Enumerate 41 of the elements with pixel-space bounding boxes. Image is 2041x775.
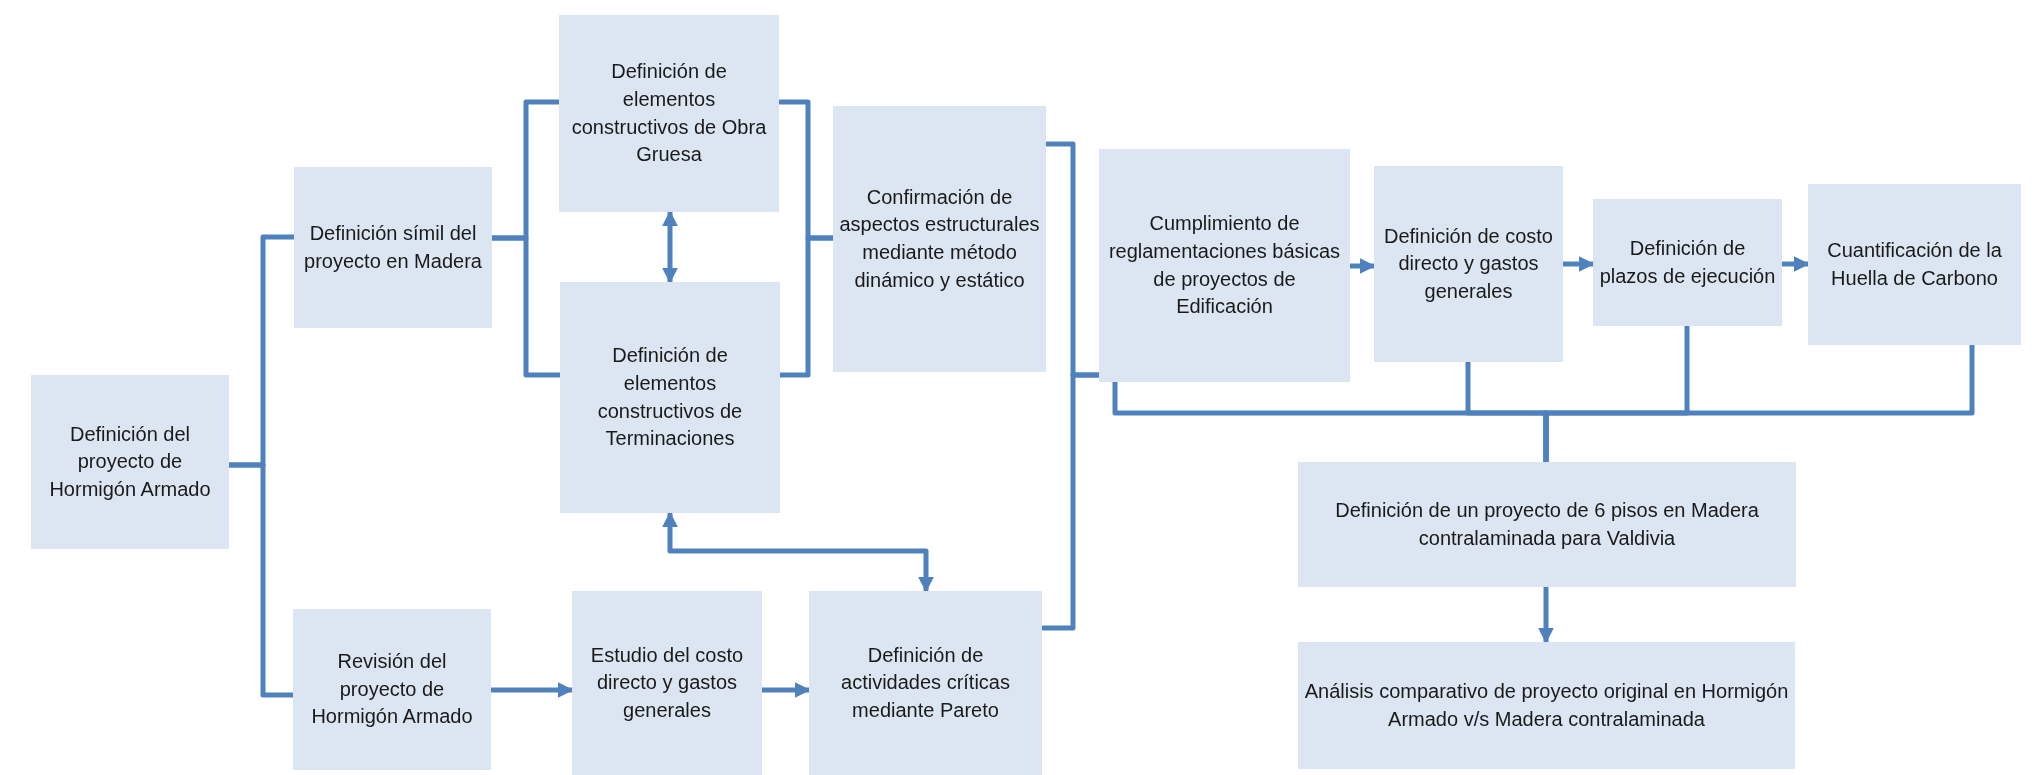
box-text: Definición símil del proyecto en Madera bbox=[303, 220, 483, 274]
process-box bbox=[1099, 149, 1350, 382]
box-text: Definición de plazos de ejecución bbox=[1599, 235, 1776, 289]
process-box bbox=[31, 375, 229, 549]
box-text: Revisión del proyecto de Hormigón Armado bbox=[310, 649, 474, 730]
arrow bbox=[762, 682, 811, 698]
process-box bbox=[1808, 184, 2021, 345]
process-box bbox=[294, 167, 492, 328]
box-text: Definición de actividades críticas mediante Pareto bbox=[840, 642, 1011, 723]
arrow bbox=[1350, 258, 1376, 274]
arrow bbox=[491, 682, 574, 698]
box-text: Definición de elementos constructivos de Terminaciones bbox=[596, 343, 744, 452]
arrow bbox=[1538, 587, 1554, 644]
box-text: Definición de un proyecto de 6 pisos en Madera contralaminada para Valdivia bbox=[1334, 497, 1760, 551]
bracket-connector bbox=[492, 235, 560, 378]
bracket-connector bbox=[1042, 372, 1099, 631]
box-text: Análisis comparativo de proyecto original en Hormigón Armado v/s Madera contralaminada bbox=[1304, 678, 1789, 732]
arrow bbox=[1563, 256, 1595, 272]
box-text: Definición de costo directo y gastos generales bbox=[1383, 223, 1554, 304]
box-text: Definición del proyecto de Hormigón Armado bbox=[48, 421, 212, 502]
process-box bbox=[1298, 642, 1795, 769]
bracket-connector bbox=[780, 235, 833, 378]
process-box bbox=[1374, 166, 1563, 362]
box-text: Cumplimiento de reglamentaciones básicas de proyectos de Edificación bbox=[1107, 211, 1342, 320]
arrow bbox=[662, 210, 678, 284]
box-text: Estudio del costo directo y gastos generales bbox=[589, 642, 745, 723]
box-text: Confirmación de aspectos estructurales mediante método dinámico y estático bbox=[839, 184, 1040, 293]
process-box bbox=[560, 282, 780, 513]
process-box bbox=[1593, 199, 1782, 326]
process-box bbox=[833, 106, 1046, 372]
process-box bbox=[572, 591, 762, 775]
box-text: Cuantificación de la Huella de Carbono bbox=[1826, 237, 2003, 291]
bracket-connector bbox=[229, 462, 293, 698]
process-box bbox=[559, 15, 779, 212]
process-box bbox=[1298, 462, 1796, 587]
process-box bbox=[293, 609, 491, 770]
arrow bbox=[1782, 256, 1810, 272]
process-box bbox=[809, 591, 1042, 775]
arrow bbox=[662, 511, 934, 593]
bracket-connector bbox=[1543, 345, 1975, 462]
box-text: Definición de elementos constructivos de Obra Gruesa bbox=[570, 59, 768, 168]
